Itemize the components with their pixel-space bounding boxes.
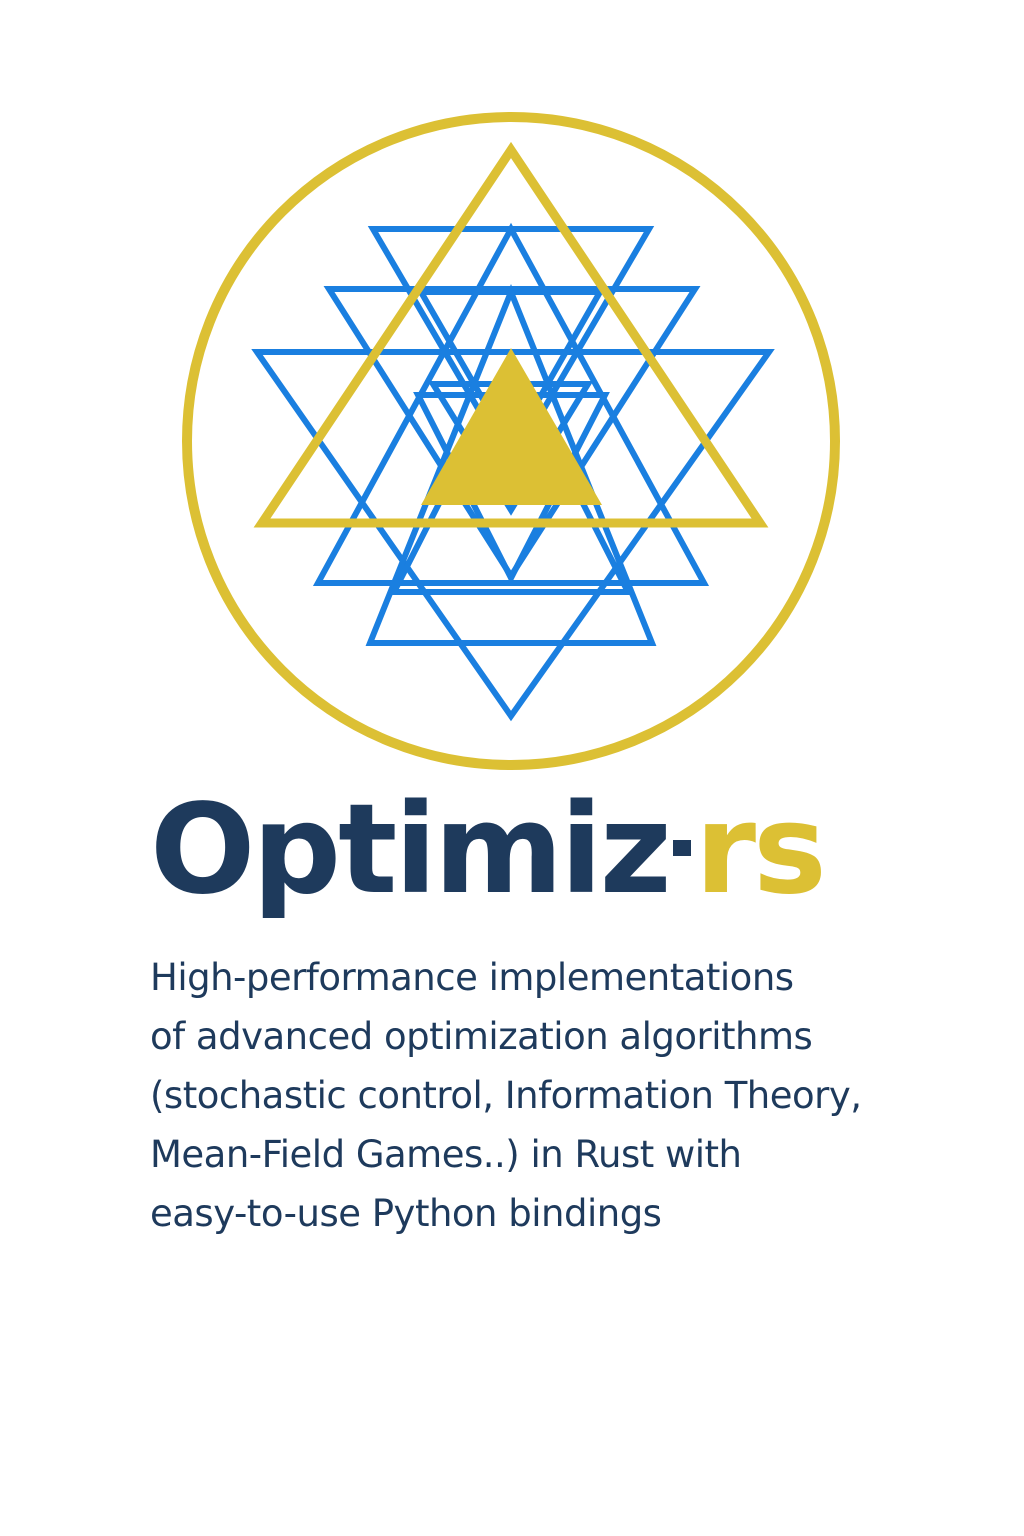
logo-blue-triangle-up-2: [365, 283, 657, 646]
logo-outer-ring: [182, 112, 840, 770]
tagline: High-performance implementations of adva…: [150, 948, 970, 1243]
tagline-line-2: of advanced optimization algorithms: [150, 1015, 813, 1058]
tagline-line-3: (stochastic control, Information Theory,: [150, 1074, 862, 1117]
brand-name-main: Optimiz: [150, 778, 672, 922]
brand-name-suffix: rs: [694, 778, 827, 922]
tagline-line-5: easy-to-use Python bindings: [150, 1192, 662, 1235]
logo-blue-triangle-up-1: [312, 222, 710, 586]
logo-gold-triangle-filled: [421, 348, 602, 505]
tagline-line-4: Mean-Field Games..) in Rust with: [150, 1133, 742, 1176]
tagline-line-1: High-performance implementations: [150, 956, 794, 999]
logo-emblem: [182, 112, 840, 770]
logo-gold-triangle-outline: [253, 141, 769, 528]
brand-separator-dot: [672, 840, 691, 856]
